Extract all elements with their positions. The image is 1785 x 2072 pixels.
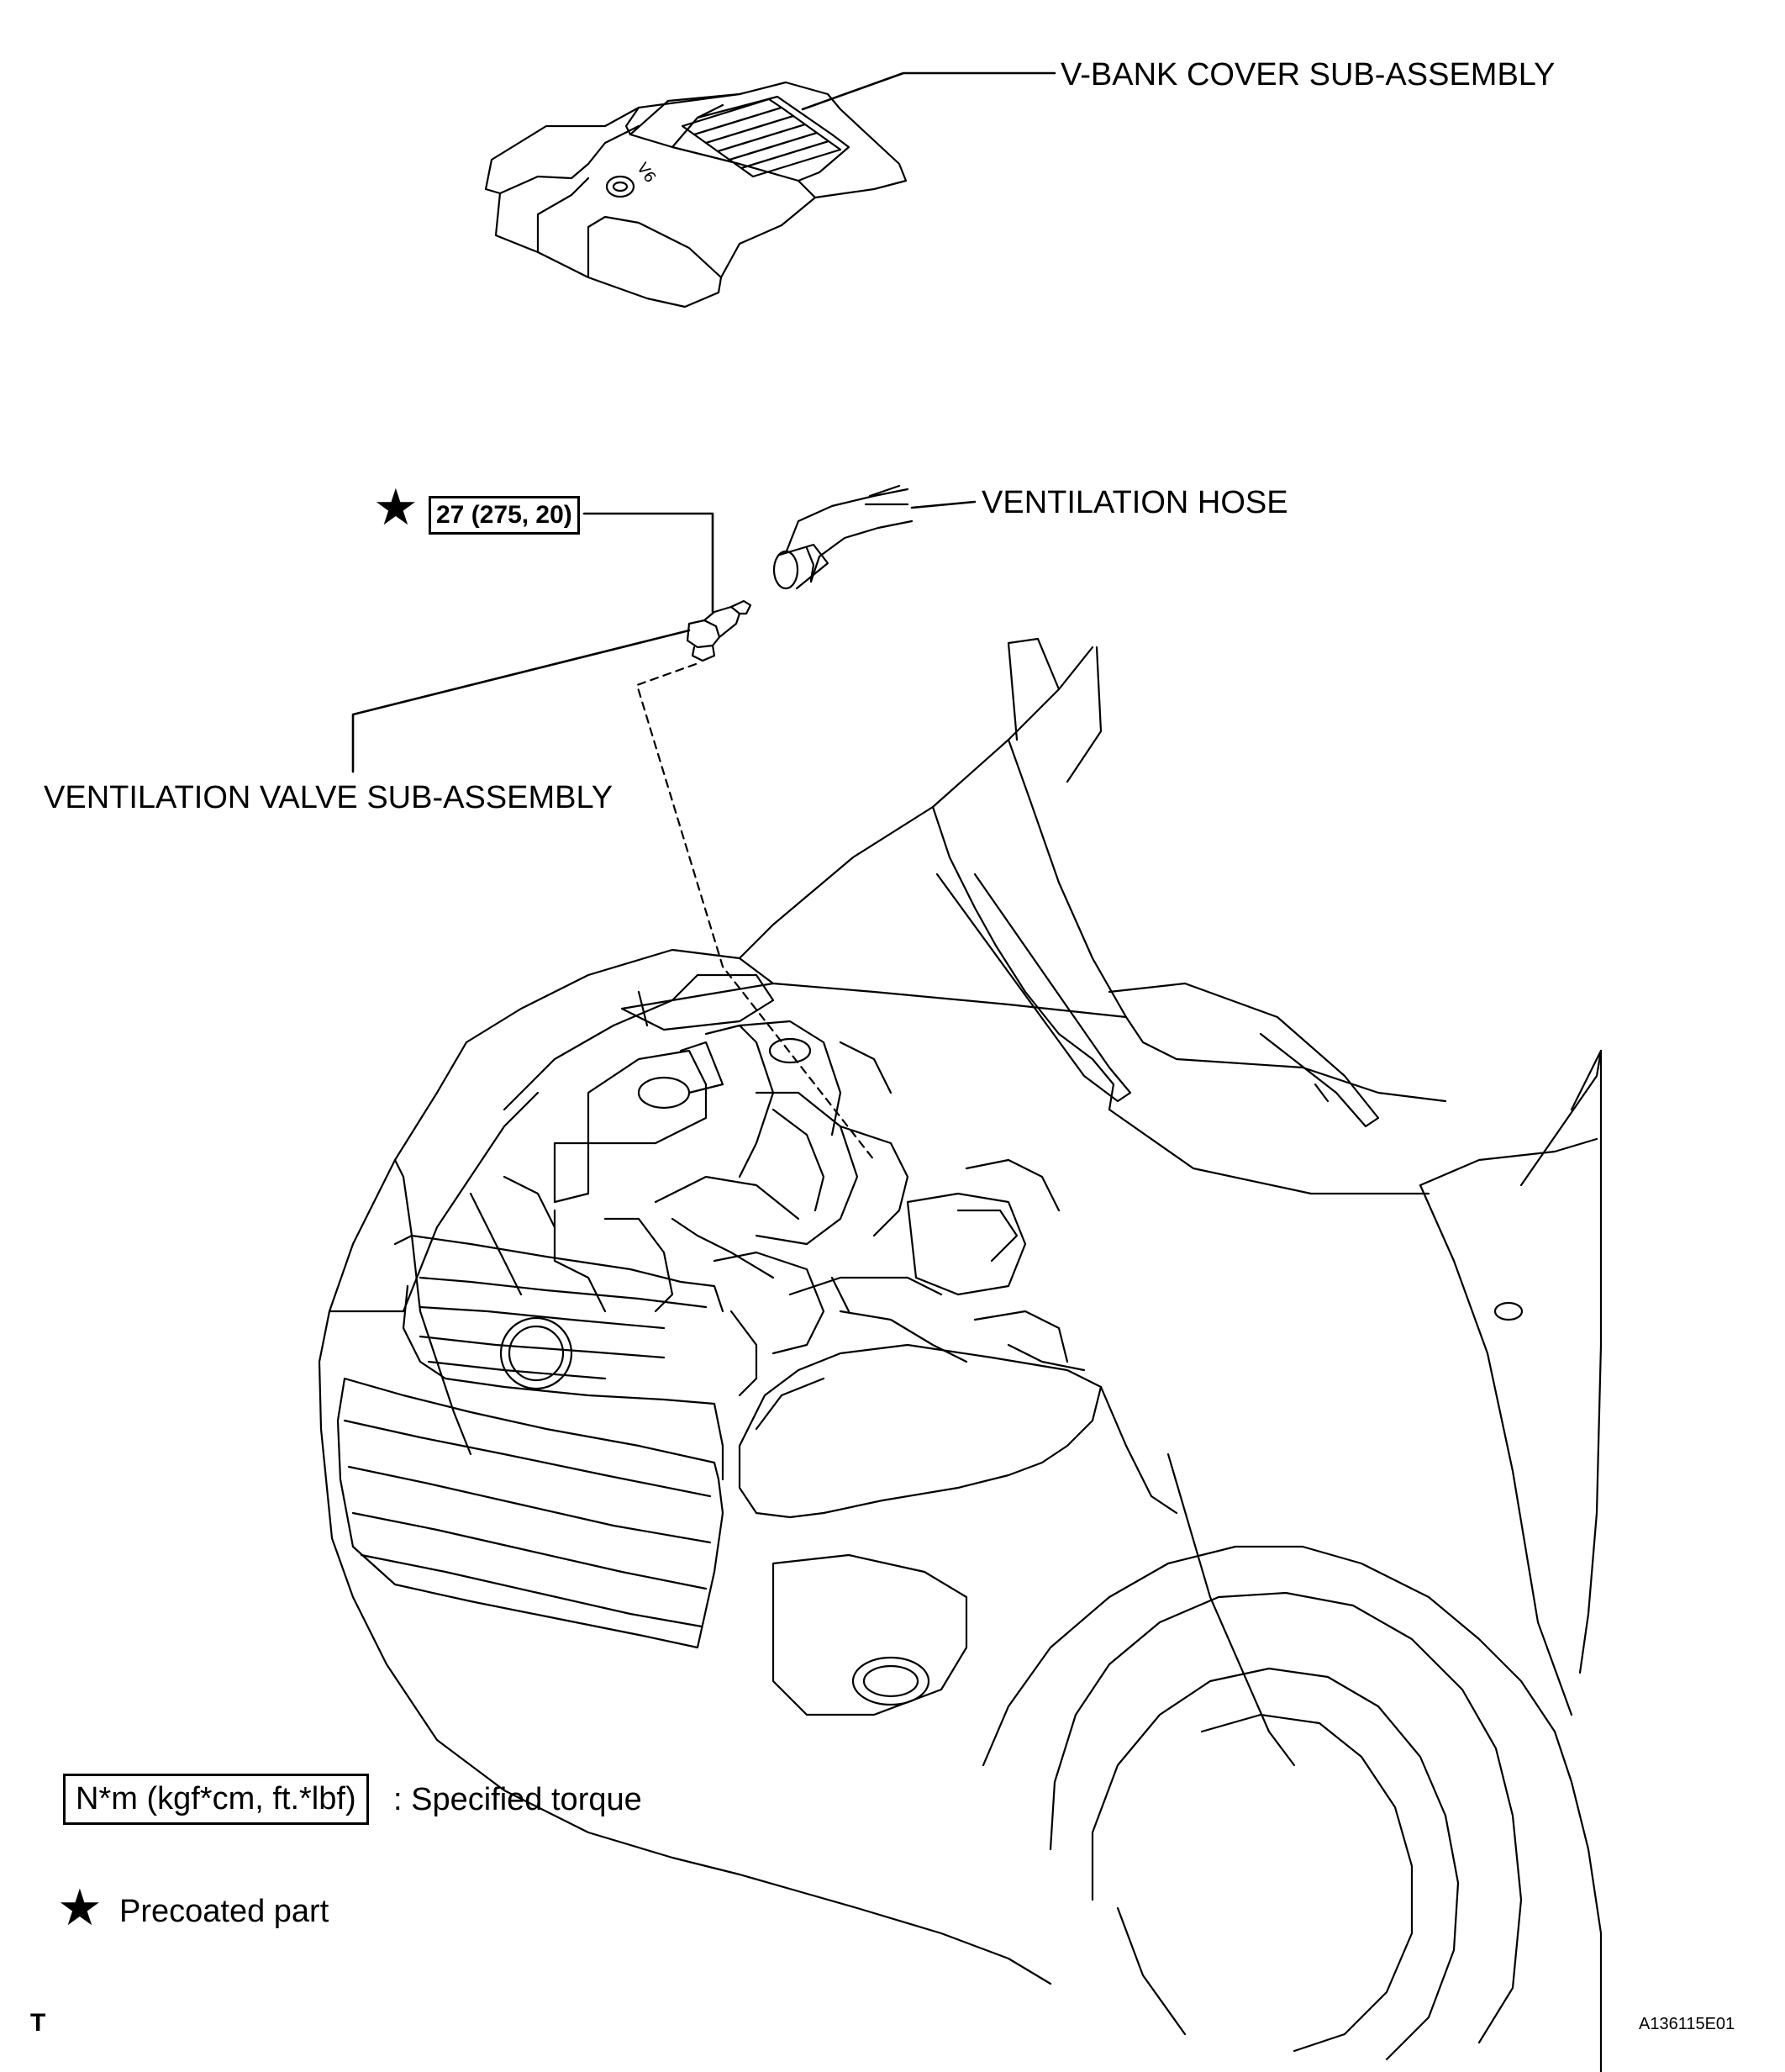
- ventilation-valve-drawing: [351, 512, 876, 1162]
- ventilation-hose-drawing: [772, 484, 977, 590]
- corner-code: T: [30, 2009, 46, 2037]
- figure-id: A136115E01: [1639, 2015, 1735, 2033]
- vbank-cover-drawing: V6: [484, 71, 1056, 308]
- legend-star-icon: ★: [57, 1879, 103, 1938]
- torque-legend-text: : Specified torque: [393, 1782, 642, 1817]
- vbank-cover-label: V-BANK COVER SUB-ASSEMBLY: [1061, 57, 1556, 92]
- svg-text:V6: V6: [633, 160, 659, 187]
- ventilation-valve-label: VENTILATION VALVE SUB-ASSEMBLY: [44, 780, 613, 815]
- ventilation-hose-label: VENTILATION HOSE: [982, 485, 1288, 520]
- torque-spec-box: 27 (275, 20): [429, 496, 580, 535]
- precoated-legend-text: Precoated part: [119, 1894, 329, 1929]
- torque-legend-box: N*m (kgf*cm, ft.*lbf): [63, 1774, 369, 1825]
- precoated-star-icon: ★: [373, 478, 419, 537]
- vehicle-body-drawing: [318, 637, 1603, 2072]
